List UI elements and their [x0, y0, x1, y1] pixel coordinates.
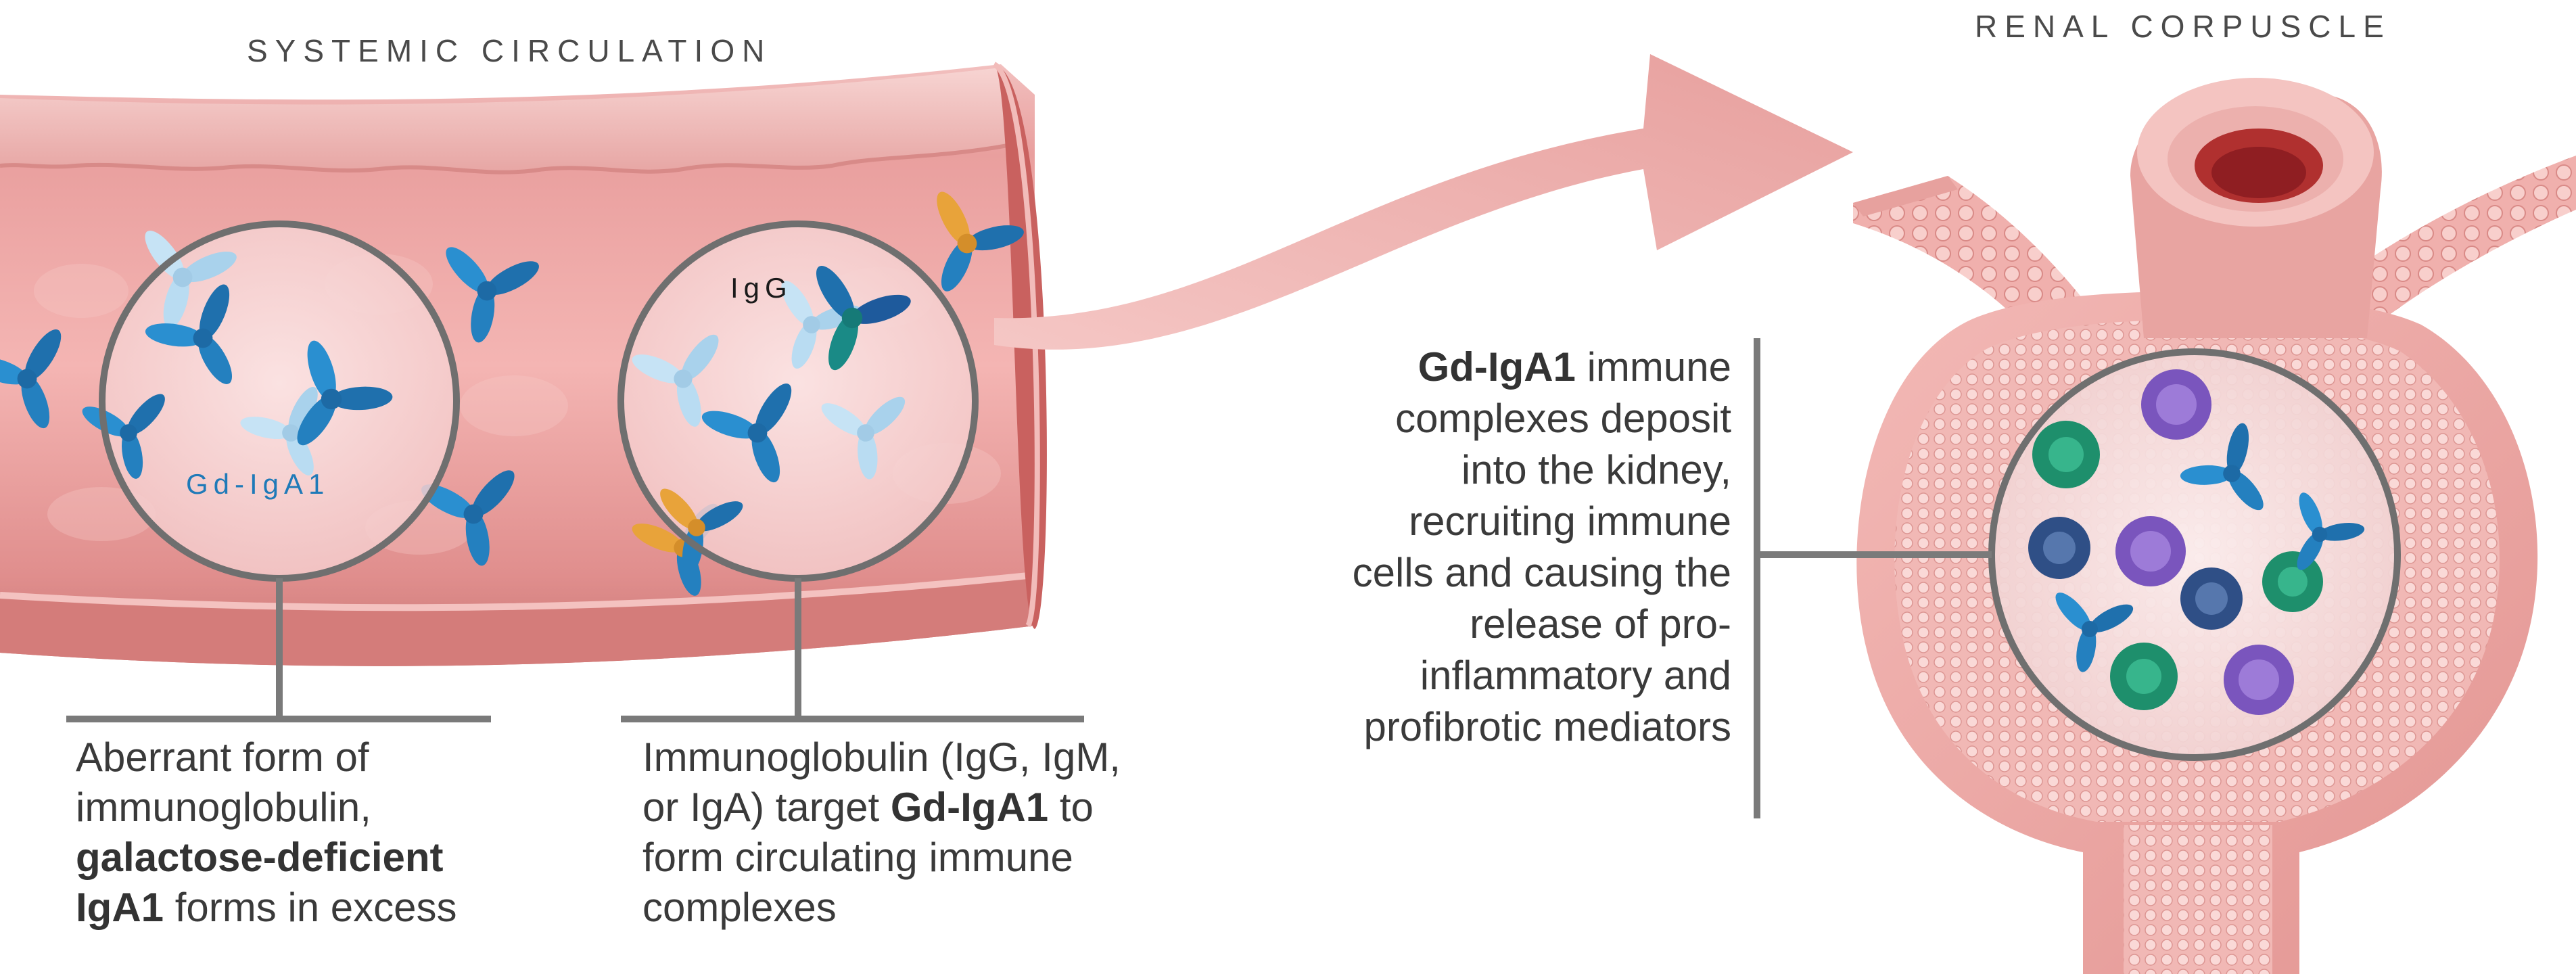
caption-bold: Gd-IgA1: [1418, 344, 1576, 390]
caption-text: or IgA) target: [642, 785, 891, 830]
immune-cell-green-2: [2110, 643, 2178, 710]
leader-lines: [66, 338, 1992, 818]
section-title-systemic: SYSTEMIC CIRCULATION: [247, 33, 772, 68]
caption-immunoglobulin-target: Immunoglobulin (IgG, IgM, or IgA) target…: [642, 733, 1184, 933]
caption-line: recruiting immune: [1409, 498, 1731, 544]
caption-bold: Gd-IgA1: [890, 785, 1049, 830]
caption-line: release of pro-: [1470, 601, 1731, 647]
caption-line: Immunoglobulin (IgG, IgM,: [642, 735, 1121, 780]
igg-label: IgG: [730, 272, 793, 304]
section-title-renal: RENAL CORPUSCLE: [1975, 9, 2391, 44]
caption-bold: galactose-deficient: [76, 835, 444, 880]
gd-iga1-label: Gd-IgA1: [186, 468, 330, 500]
kidney-magnifier: [1988, 348, 2401, 761]
caption-line: into the kidney,: [1461, 447, 1731, 492]
caption-text: immune: [1575, 344, 1731, 390]
immune-complex-magnifier: [617, 221, 979, 582]
caption-aberrant-form: Aberrant form of immunoglobulin, galacto…: [76, 733, 509, 933]
caption-text: forms in excess: [164, 885, 457, 930]
immune-cell-purple-1: [2141, 369, 2211, 440]
caption-line: complexes deposit: [1395, 396, 1731, 441]
caption-text: to: [1048, 785, 1094, 830]
caption-bold: IgA1: [76, 885, 164, 930]
flow-arrow: [994, 54, 1853, 350]
caption-line: immunoglobulin,: [76, 785, 371, 830]
caption-kidney-deposit: Gd-IgA1 immune complexes deposit into th…: [1258, 342, 1731, 753]
immune-cell-purple-2: [2115, 516, 2186, 586]
caption-line: Aberrant form of: [76, 735, 369, 780]
caption-line: inflammatory and: [1420, 653, 1731, 698]
caption-line: cells and causing the: [1352, 550, 1731, 595]
immune-cell-navy-1: [2028, 517, 2090, 579]
caption-line: profibrotic mediators: [1363, 704, 1731, 749]
immune-cell-green-1: [2032, 421, 2100, 488]
caption-line: form circulating immune: [642, 835, 1073, 880]
immune-cell-purple-3: [2224, 645, 2294, 715]
caption-line: complexes: [642, 885, 837, 930]
immune-cell-navy-2: [2180, 567, 2243, 630]
